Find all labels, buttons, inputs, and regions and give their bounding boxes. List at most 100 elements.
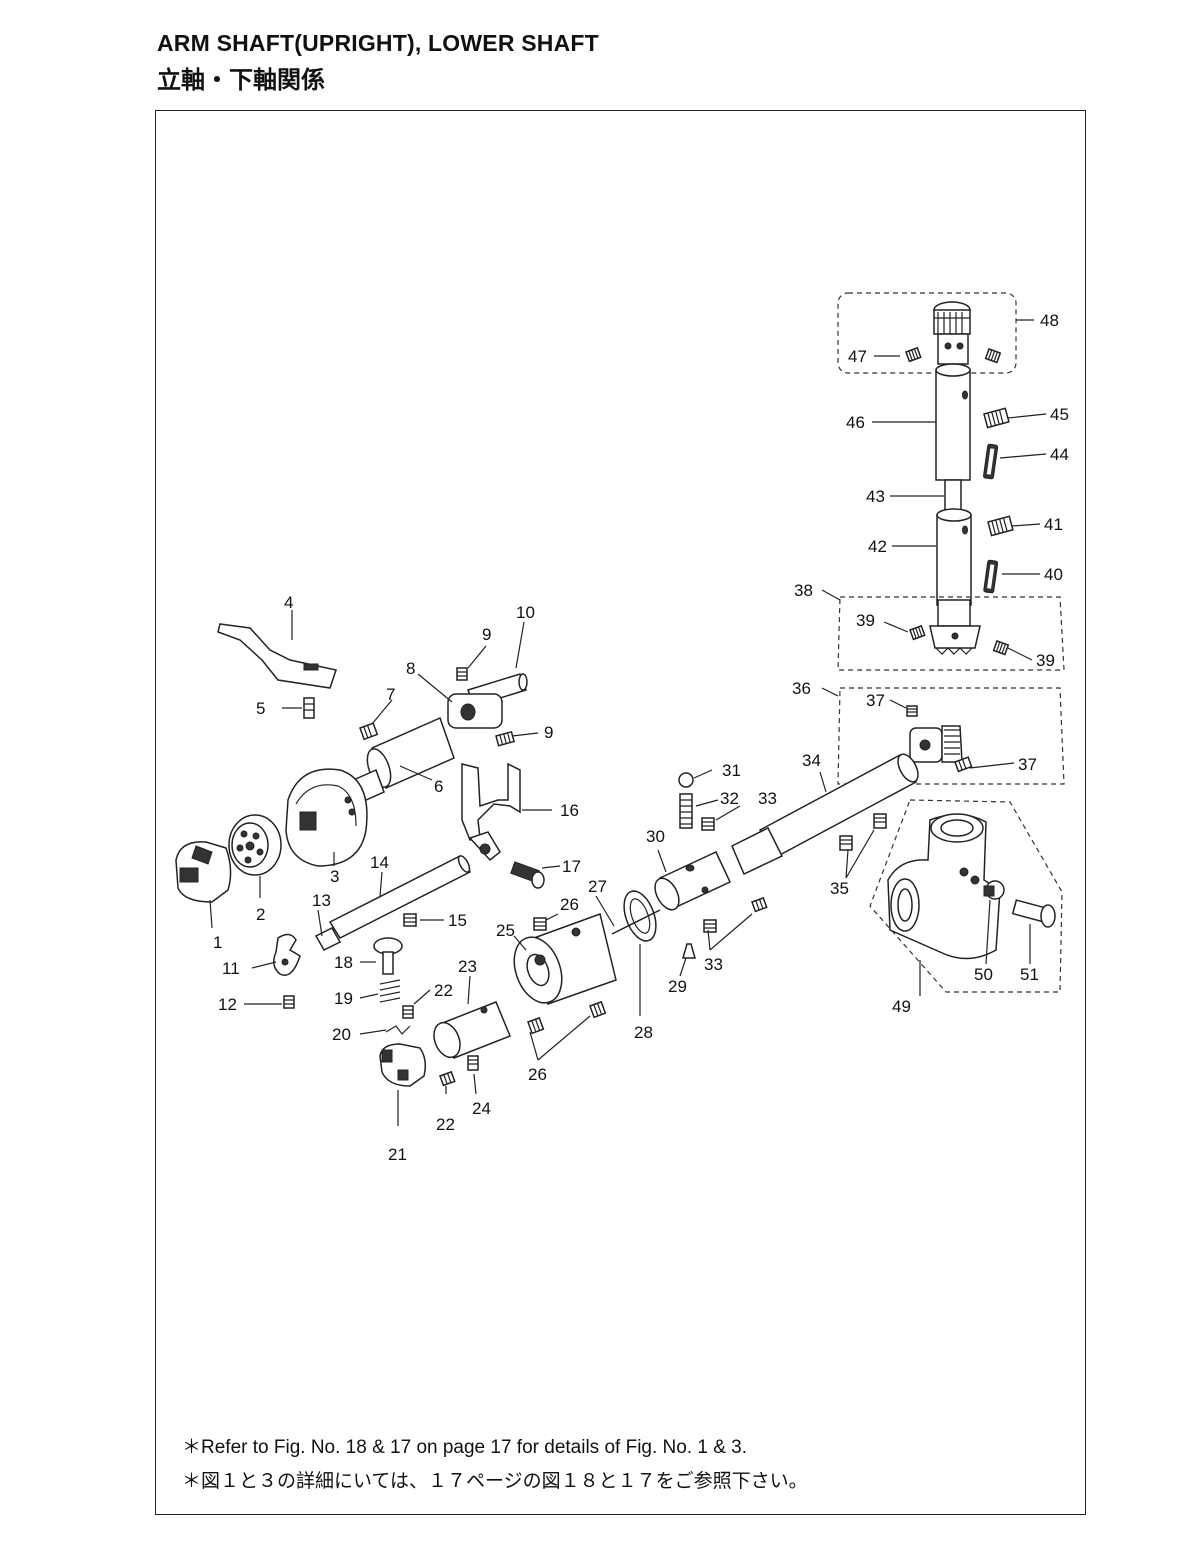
footnote-english: ＊Refer to Fig. No. 18 & 17 on page 17 fo…	[182, 1437, 748, 1458]
screw-45	[983, 407, 1010, 429]
callout-35: 35	[830, 879, 849, 898]
callout-15: 15	[448, 911, 467, 930]
callout-numbers: 1 2 3 4 5 6 7 8 9 9 10 11 12 13 14 15 16…	[213, 311, 1069, 1164]
nut-29	[682, 943, 696, 959]
screw-17	[510, 861, 545, 889]
screw-5	[303, 697, 315, 719]
screw-33b	[703, 919, 717, 933]
callout-25: 25	[496, 921, 515, 940]
callout-13: 13	[312, 891, 331, 910]
screw-24	[467, 1055, 479, 1071]
callout-33a: 33	[758, 789, 777, 808]
bobbin-case-1	[175, 841, 232, 903]
callout-38: 38	[794, 581, 813, 600]
callout-19: 19	[334, 989, 353, 1008]
collar-8	[447, 693, 503, 729]
fork-16	[461, 762, 521, 862]
plate-4	[217, 623, 337, 689]
gear-48	[837, 292, 1017, 374]
screw-26c	[589, 1000, 607, 1019]
callout-10: 10	[516, 603, 535, 622]
callout-40: 40	[1044, 565, 1063, 584]
screw-26b	[527, 1016, 545, 1035]
screw-33c	[751, 896, 768, 913]
screw-51	[1011, 899, 1056, 928]
callout-46: 46	[846, 413, 865, 432]
key-40	[983, 559, 999, 594]
screw-9b	[495, 730, 515, 747]
hook-3	[285, 768, 368, 867]
callout-23: 23	[458, 957, 477, 976]
screw-26	[533, 917, 547, 931]
spring-19	[379, 979, 401, 1003]
callout-42: 42	[868, 537, 887, 556]
screw-12	[283, 995, 295, 1009]
bracket-49	[869, 799, 1063, 993]
callout-48: 48	[1040, 311, 1059, 330]
page-title-japanese: 立軸・下軸関係	[157, 66, 325, 94]
screw-41	[987, 515, 1014, 537]
collar-21	[379, 1043, 427, 1087]
screw-15	[403, 913, 417, 927]
callout-24: 24	[472, 1099, 491, 1118]
callout-50: 50	[974, 965, 993, 984]
callout-7: 7	[386, 685, 395, 704]
collar-30	[654, 851, 731, 911]
callout-32: 32	[720, 789, 739, 808]
lever-11	[273, 933, 301, 976]
callout-36: 36	[792, 679, 811, 698]
gear-38	[837, 596, 1065, 671]
callout-39a: 39	[856, 611, 875, 630]
callout-34: 34	[802, 751, 821, 770]
sleeve-25	[513, 913, 617, 1005]
callout-14: 14	[370, 853, 389, 872]
callout-45: 45	[1050, 405, 1069, 424]
callout-9b: 9	[544, 723, 553, 742]
screw-7	[359, 722, 379, 741]
callout-30: 30	[646, 827, 665, 846]
key-44	[983, 443, 999, 480]
callout-2: 2	[256, 905, 265, 924]
callout-5: 5	[256, 699, 265, 718]
footnote-japanese: ＊図１と３の詳細にいては、１７ページの図１８と１７をご参照下さい。	[182, 1470, 808, 1492]
callout-17: 17	[562, 857, 581, 876]
callout-18: 18	[334, 953, 353, 972]
callout-3: 3	[330, 867, 339, 886]
screw-50	[983, 880, 1005, 900]
callout-21: 21	[388, 1145, 407, 1164]
callout-51: 51	[1020, 965, 1039, 984]
callout-8: 8	[406, 659, 415, 678]
bobbin-2	[228, 814, 282, 876]
callout-28: 28	[634, 1023, 653, 1042]
bushing-42	[936, 508, 972, 606]
callout-22a: 22	[434, 981, 453, 1000]
screw-35b	[873, 813, 887, 829]
screw-9	[456, 667, 468, 681]
callout-29: 29	[668, 977, 687, 996]
callout-47: 47	[848, 347, 867, 366]
callout-43: 43	[866, 487, 885, 506]
callout-26b: 26	[528, 1065, 547, 1084]
callout-12: 12	[218, 995, 237, 1014]
ball-31	[678, 772, 694, 788]
leader-lines	[209, 319, 1047, 1126]
lower-shaft-34	[731, 753, 919, 876]
callout-37b: 37	[1018, 755, 1037, 774]
bushing-46	[935, 363, 971, 481]
callout-41: 41	[1044, 515, 1063, 534]
gear-28	[611, 890, 661, 942]
page-title: ARM SHAFT(UPRIGHT), LOWER SHAFT	[157, 30, 599, 56]
screw-22b	[439, 1070, 456, 1087]
diagram-frame	[155, 110, 1086, 1515]
spring-32	[678, 772, 694, 829]
pin-18	[373, 937, 403, 975]
callout-26a: 26	[560, 895, 579, 914]
callout-1: 1	[213, 933, 222, 952]
callout-11: 11	[222, 959, 240, 978]
callout-27: 27	[588, 877, 607, 896]
callout-31: 31	[722, 761, 741, 780]
callout-33b: 33	[704, 955, 723, 974]
callout-37a: 37	[866, 691, 885, 710]
clip-20	[385, 1025, 411, 1035]
